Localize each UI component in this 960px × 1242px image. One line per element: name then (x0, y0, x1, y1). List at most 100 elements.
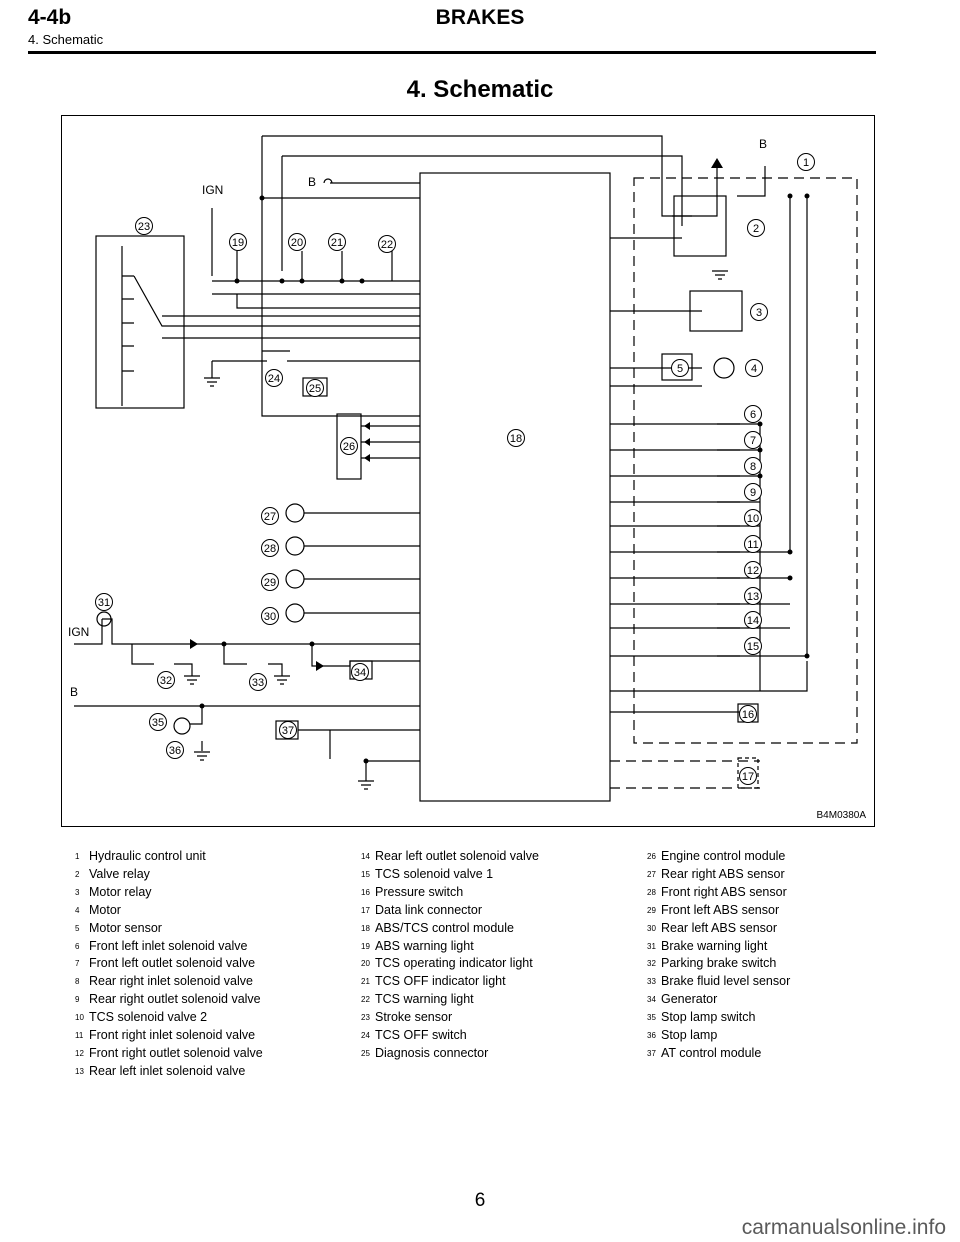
legend-text: Data link connector (375, 902, 483, 917)
legend-number: 8 (75, 977, 80, 987)
callout-circle (739, 767, 757, 785)
callout-circle (747, 219, 765, 237)
legend-number: 37 (647, 1048, 656, 1058)
callout-circle (750, 303, 768, 321)
callout-circle (744, 483, 762, 501)
callout-number: 13 (747, 591, 759, 603)
legend-item: 29 Front left ABS sensor (647, 902, 790, 920)
legend-text: Front left outlet solenoid valve (89, 956, 256, 971)
legend-number: 9 (75, 995, 80, 1005)
legend-text: Motor (89, 902, 121, 917)
legend-text: Pressure switch (375, 884, 464, 899)
callout-number: 19 (232, 237, 244, 249)
callout-circle (166, 741, 184, 759)
legend-number: 24 (361, 1031, 370, 1041)
callout-number: 37 (282, 725, 294, 737)
callout-circle (744, 457, 762, 475)
legend-number: 18 (361, 923, 370, 933)
callout-circle (328, 233, 346, 251)
callout-number: 21 (331, 237, 343, 249)
legend-item: 35 Stop lamp switch (647, 1009, 790, 1027)
callout-circle (306, 379, 324, 397)
callout-number: 32 (160, 675, 172, 687)
callout-circle (261, 607, 279, 625)
legend-number: 35 (647, 1013, 656, 1023)
legend-text: ABS warning light (375, 938, 474, 953)
callout-number: 20 (291, 237, 303, 249)
ign-label-top: IGN (202, 183, 223, 197)
callout-number: 26 (343, 441, 355, 453)
legend-text: Front right inlet solenoid valve (89, 1028, 256, 1043)
header-rule (28, 51, 876, 54)
legend-text: Rear right inlet solenoid valve (89, 974, 253, 989)
callout-circle (739, 705, 757, 723)
callout-number: 18 (510, 433, 522, 445)
callout-circle (351, 663, 369, 681)
callout-circle (157, 671, 175, 689)
legend-text: Front left ABS sensor (661, 902, 780, 917)
legend-text: Brake fluid level sensor (661, 974, 791, 989)
legend-item: 18 ABS/TCS control module (361, 920, 539, 938)
legend-number: 17 (361, 905, 370, 915)
legend-number: 10 (75, 1013, 84, 1023)
legend-text: ABS/TCS control module (375, 920, 514, 935)
callout-number: 29 (264, 577, 276, 589)
callout-circle (745, 359, 763, 377)
b-label-relay: B (759, 137, 767, 151)
callout-circle (265, 369, 283, 387)
callout-number: 31 (98, 597, 110, 609)
callout-number: 25 (309, 383, 321, 395)
legend-text: AT control module (661, 1045, 762, 1060)
callout-circle (378, 235, 396, 253)
callout-circle (744, 611, 762, 629)
callout-number: 4 (751, 363, 757, 375)
callout-number: 34 (354, 667, 366, 679)
legend-number: 7 (75, 959, 80, 969)
watermark[interactable]: carmanualsonline.info (741, 1216, 946, 1239)
legend-text: Front left inlet solenoid valve (89, 938, 248, 953)
legend-text: Rear right ABS sensor (661, 866, 785, 881)
legend-text: Valve relay (89, 866, 150, 881)
legend-number: 14 (361, 852, 370, 861)
callout-number: 35 (152, 717, 164, 729)
legend-text: Diagnosis connector (375, 1045, 489, 1060)
legend-number: 36 (647, 1031, 656, 1041)
legend-number: 29 (647, 905, 656, 915)
legend-text: Stop lamp switch (661, 1010, 756, 1025)
callout-circle (744, 509, 762, 527)
callout-number: 1 (803, 157, 809, 169)
legend-text: TCS solenoid valve 1 (375, 866, 494, 881)
legend-text: Motor sensor (89, 920, 162, 935)
legend-text: Brake warning light (661, 938, 768, 953)
legend-text: Parking brake switch (661, 956, 777, 971)
callout-number: 7 (750, 435, 756, 447)
legend-number: 21 (361, 977, 370, 987)
callout-circle (744, 535, 762, 553)
legend-number: 25 (361, 1048, 370, 1058)
callout-number: 24 (268, 373, 280, 385)
callout-number: 28 (264, 543, 276, 555)
callout-circle (288, 233, 306, 251)
callout-number: 14 (747, 615, 759, 627)
callout-circle (744, 405, 762, 423)
legend-text: Hydraulic control unit (89, 849, 206, 863)
callout-number: 9 (750, 487, 756, 499)
legend-text: Stroke sensor (375, 1010, 453, 1025)
